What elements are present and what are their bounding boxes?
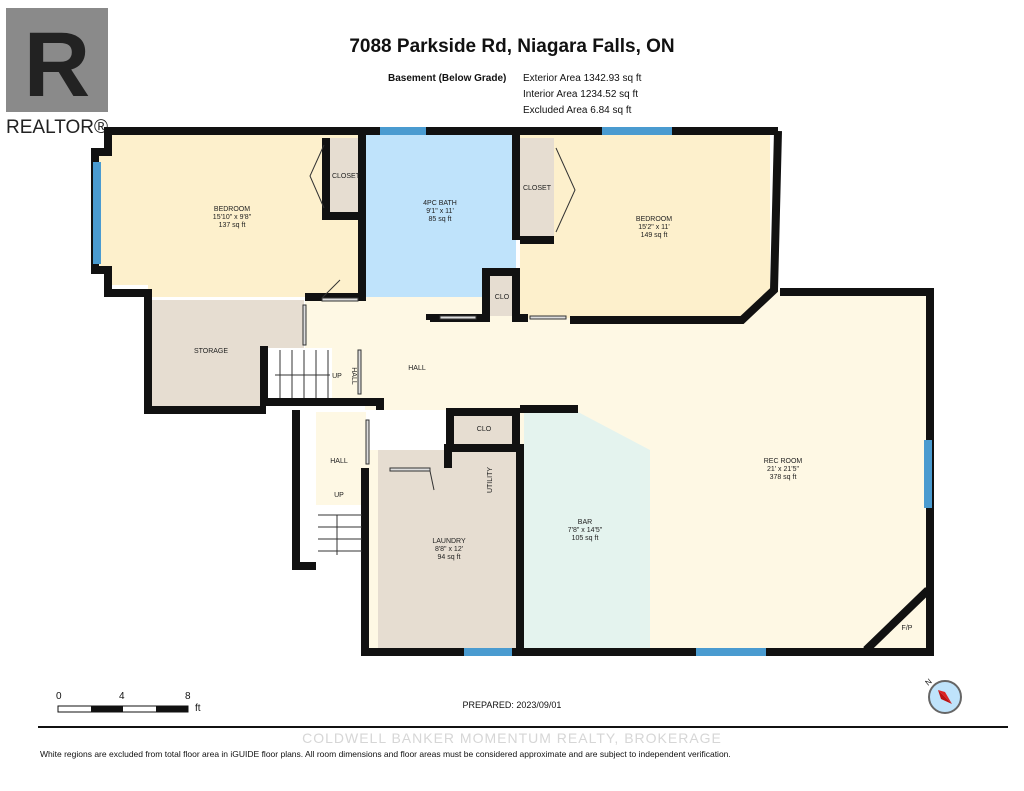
- closet2-label: CLOSET: [523, 185, 552, 192]
- scale-tick-4: 4: [119, 691, 125, 702]
- stairs-lower: [316, 505, 362, 562]
- bedroom1-floor: [95, 135, 362, 297]
- bedroom2-area: 149 sq ft: [641, 232, 668, 239]
- window: [464, 648, 512, 656]
- utility-label: UTILITY: [487, 467, 494, 493]
- rec-name: REC ROOM: [764, 458, 803, 465]
- room-fills: [95, 135, 930, 650]
- bar-area: 105 sq ft: [572, 535, 599, 542]
- bedroom2-name: BEDROOM: [636, 216, 672, 223]
- bar-dims: 7'8" x 14'5": [568, 527, 603, 534]
- laundry-area: 94 sq ft: [438, 554, 461, 561]
- clo1-floor: [486, 272, 516, 316]
- window: [380, 127, 426, 135]
- svg-text:R: R: [24, 14, 90, 116]
- hall-small-label: HALL: [350, 367, 357, 385]
- bar-name: BAR: [578, 519, 592, 526]
- rec-dims: 21' x 21'5": [767, 466, 800, 473]
- bath-area: 85 sq ft: [429, 216, 452, 223]
- svg-text:REALTOR®: REALTOR®: [6, 117, 108, 136]
- stairs-upper: [268, 348, 332, 398]
- exterior-area: Exterior Area 1342.93 sq ft: [523, 73, 642, 84]
- clo2-floor: [452, 412, 517, 446]
- stair-treads: [275, 350, 362, 555]
- window: [93, 162, 101, 264]
- laundry-name: LAUNDRY: [432, 538, 466, 545]
- closet1-label: CLOSET: [332, 173, 361, 180]
- window: [924, 440, 932, 508]
- bedroom2-dims: 15'2" x 11': [638, 224, 670, 231]
- window: [602, 127, 672, 135]
- divider: [38, 726, 1008, 728]
- window: [696, 648, 766, 656]
- clo1-label: CLO: [495, 294, 510, 301]
- bedroom1-area: 137 sq ft: [219, 222, 246, 229]
- closet1-floor: [330, 138, 362, 214]
- prepared-date: PREPARED: 2023/09/01: [462, 700, 562, 710]
- room-labels: BEDROOM 15'10" x 9'8" 137 sq ft 4PC BATH…: [194, 173, 913, 632]
- compass-icon: N: [924, 677, 962, 714]
- realtor-logo: R REALTOR®: [4, 6, 110, 138]
- laundry-floor: [378, 446, 518, 650]
- excluded-area: Excluded Area 6.84 sq ft: [523, 105, 632, 116]
- disclaimer: White regions are excluded from total fl…: [40, 749, 731, 759]
- scale-tick-8: 8: [185, 691, 191, 702]
- bedroom2-floor: [520, 135, 770, 318]
- up-label-upper: UP: [332, 373, 342, 380]
- bath-dims: 9'1" x 11': [426, 208, 454, 215]
- floor-name: Basement (Below Grade): [388, 73, 507, 84]
- laundry-dims: 8'8" x 12': [435, 546, 463, 553]
- fp-label: F/P: [902, 625, 913, 632]
- doors: [302, 144, 576, 491]
- bedroom1-name: BEDROOM: [214, 206, 250, 213]
- windows: [93, 127, 932, 656]
- clo2-label: CLO: [477, 426, 492, 433]
- scale-tick-0: 0: [56, 691, 62, 702]
- scale-unit: ft: [195, 703, 201, 714]
- up-label-lower: UP: [334, 492, 344, 499]
- hall-label: HALL: [408, 365, 426, 372]
- storage-label: STORAGE: [194, 348, 228, 355]
- closet2-floor: [520, 138, 554, 238]
- watermark: COLDWELL BANKER MOMENTUM REALTY, BROKERA…: [302, 730, 722, 746]
- rec-area: 378 sq ft: [770, 474, 797, 481]
- rec-room-floor: [578, 410, 930, 650]
- svg-text:N: N: [924, 677, 934, 688]
- scale-bar: [57, 705, 189, 713]
- page-title: 7088 Parkside Rd, Niagara Falls, ON: [349, 36, 675, 57]
- walls: [91, 127, 934, 656]
- bath-name: 4PC BATH: [423, 200, 457, 207]
- bedroom1-dims: 15'10" x 9'8": [213, 214, 252, 221]
- hall-lower-label: HALL: [330, 458, 348, 465]
- bar-floor: [524, 412, 650, 648]
- interior-area: Interior Area 1234.52 sq ft: [523, 89, 639, 100]
